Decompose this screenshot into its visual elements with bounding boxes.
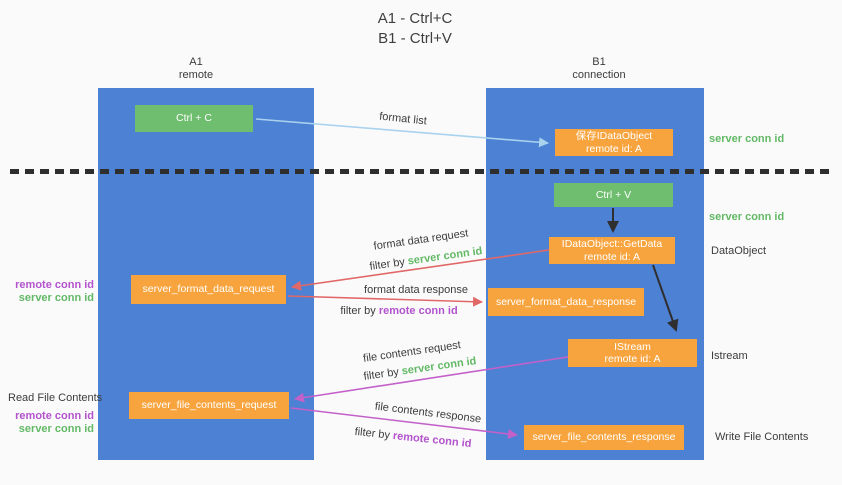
node-ctrl-c: Ctrl + C bbox=[135, 105, 253, 132]
node-server-format-data-response: server_format_data_response bbox=[488, 288, 644, 316]
node-istream-line2: remote id: A bbox=[604, 353, 661, 365]
title-line-a1: A1 - Ctrl+C bbox=[377, 10, 453, 27]
node-server-file-contents-request: server_file_contents_request bbox=[129, 392, 289, 419]
label-format-list: format list bbox=[378, 110, 428, 128]
column-a-name: A1 bbox=[189, 56, 203, 68]
remote-conn-id-text: remote conn id bbox=[378, 305, 458, 317]
left-remote-conn-id-mid: remote conn id bbox=[15, 279, 94, 291]
node-save-idataobject-line2: remote id: A bbox=[585, 142, 643, 155]
node-save-idataobject-line1: 保存IDataObject bbox=[575, 130, 653, 142]
right-server-conn-id-top: server conn id bbox=[709, 133, 785, 145]
column-a-role: remote bbox=[178, 69, 214, 81]
filter-by-text: filter by bbox=[362, 365, 403, 383]
label-format-data-response: format data response bbox=[364, 284, 468, 296]
node-istream: IStream remote id: A bbox=[568, 339, 697, 367]
node-server-format-data-request: server_format_data_request bbox=[131, 275, 286, 304]
arrow-format-data-response bbox=[287, 295, 483, 307]
node-idataobject-getdata-line2: remote id: A bbox=[583, 250, 641, 263]
node-server-format-data-request-label: server_format_data_request bbox=[142, 283, 275, 296]
node-server-format-data-response-label: server_format_data_response bbox=[495, 295, 637, 308]
right-dataobject-label: DataObject bbox=[711, 245, 767, 257]
node-server-file-contents-request-label: server_file_contents_request bbox=[141, 399, 277, 412]
server-conn-id-text: server conn id bbox=[400, 355, 478, 378]
label-file-contents-response: file contents response bbox=[374, 400, 482, 426]
right-server-conn-id-mid: server conn id bbox=[709, 211, 785, 223]
filter-by-text: filter by bbox=[354, 425, 394, 442]
server-conn-id-text: server conn id bbox=[406, 245, 484, 268]
column-b-name: B1 bbox=[592, 56, 606, 68]
node-server-file-contents-response-label: server_file_contents_response bbox=[532, 431, 676, 444]
node-idataobject-getdata: IDataObject::GetData remote id: A bbox=[549, 237, 675, 264]
node-istream-line1: IStream bbox=[614, 340, 651, 353]
diagram-title: A1 - Ctrl+C B1 - Ctrl+V bbox=[315, 9, 515, 49]
left-server-conn-id-bottom: server conn id bbox=[18, 423, 94, 435]
node-ctrl-v-label: Ctrl + V bbox=[595, 188, 632, 201]
phase-divider-dashed-line bbox=[10, 169, 832, 174]
column-a-header: A1 remote bbox=[146, 56, 246, 82]
node-ctrl-v: Ctrl + V bbox=[554, 183, 673, 207]
left-read-file-contents: Read File Contents bbox=[8, 392, 103, 404]
node-idataobject-getdata-line1: IDataObject::GetData bbox=[561, 238, 663, 250]
column-b-header: B1 connection bbox=[549, 56, 649, 82]
column-b-role: connection bbox=[572, 69, 626, 81]
remote-conn-id-text: remote conn id bbox=[392, 429, 472, 451]
title-line-b1: B1 - Ctrl+V bbox=[378, 30, 452, 47]
node-ctrl-c-label: Ctrl + C bbox=[176, 112, 212, 125]
node-server-file-contents-response: server_file_contents_response bbox=[524, 425, 684, 450]
node-save-idataobject: 保存IDataObject remote id: A bbox=[555, 129, 673, 156]
right-istream-label: Istream bbox=[711, 350, 748, 362]
right-write-file-contents: Write File Contents bbox=[715, 431, 809, 443]
left-remote-conn-id-bottom: remote conn id bbox=[15, 410, 94, 422]
left-server-conn-id-mid: server conn id bbox=[18, 292, 94, 304]
label-filter-by-remote-conn-id-2: filter by remote conn id bbox=[354, 426, 472, 450]
filter-by-text: filter by bbox=[368, 255, 409, 273]
filter-by-text: filter by bbox=[340, 305, 379, 317]
label-filter-by-remote-conn-id-1: filter by remote conn id bbox=[340, 305, 457, 317]
